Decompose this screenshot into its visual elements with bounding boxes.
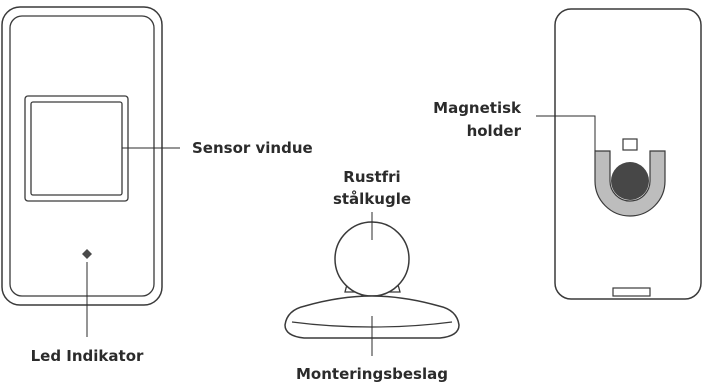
magnet-icon <box>611 162 649 200</box>
magnetic-holder-label-line2: holder <box>467 122 522 140</box>
led-indicator-label: Led Indikator <box>31 347 144 365</box>
holder-tab <box>622 138 638 151</box>
sensor-back-device <box>536 8 702 300</box>
magnetic-holder-ring <box>594 150 666 217</box>
mounting-bracket-label: Monteringsbeslag <box>296 365 448 383</box>
sensor-front-device <box>1 6 163 306</box>
steel-ball-label-line2: stålkugle <box>333 190 411 208</box>
back-casing <box>554 8 702 300</box>
steel-ball-label-line1: Rustfri <box>343 168 400 186</box>
magnetic-holder-label-line1: Magnetisk <box>433 99 522 117</box>
magnetic-holder-leader-line <box>536 115 596 151</box>
sensor-window-label: Sensor vindue <box>192 139 313 157</box>
steel-ball-bracket <box>284 212 460 356</box>
led-icon <box>82 249 92 259</box>
back-slot <box>612 287 651 297</box>
sensor-window-inner <box>30 101 123 196</box>
